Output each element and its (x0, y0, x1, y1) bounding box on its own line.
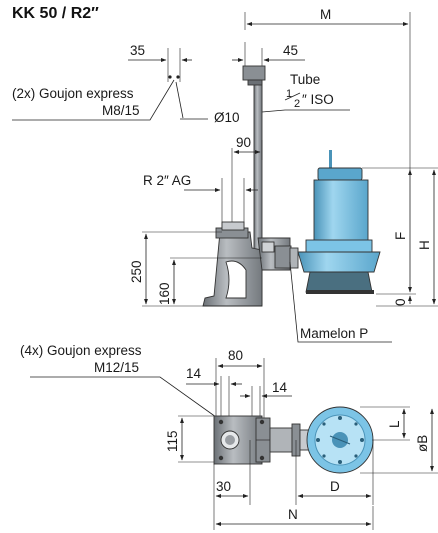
base-plate-plan (213, 415, 296, 465)
dim-250-label: 250 (129, 260, 144, 283)
side-elevation-view: M 35 45 (2x) Goujon express M8/15 Ø10 Tu… (12, 7, 438, 343)
tube-label-suffix: ″ ISO (302, 92, 334, 107)
discharge-elbow (257, 237, 299, 271)
dim-90-label: 90 (236, 135, 251, 150)
tube-fraction-den: 2 (294, 98, 300, 110)
dim-80-label: 80 (228, 348, 243, 363)
tube-fraction-num: 1 (286, 88, 292, 100)
drawing-title: KK 50 / R2″ (12, 5, 99, 22)
dim-35-label: 35 (130, 43, 145, 58)
dim-H-label: H (417, 240, 432, 250)
dim-0-label: 0 (393, 298, 408, 306)
connection-plan (269, 423, 313, 457)
pump-plan (306, 406, 374, 474)
dim-14-left-label: 14 (186, 366, 202, 381)
top-bracket (242, 65, 266, 81)
goujon-top-line2: M8/15 (102, 103, 140, 118)
dim-L-label: L (387, 420, 402, 428)
dim-14-right-label: 14 (272, 380, 288, 395)
dim-45-label: 45 (283, 43, 298, 58)
dim-115-label: 115 (165, 430, 180, 452)
tube-label-line1: Tube (290, 72, 320, 87)
dim-r2ag-label: R 2″ AG (143, 173, 191, 188)
goujon-bottom-line1: (4x) Goujon express (20, 343, 142, 358)
dim-F-label: F (393, 232, 408, 240)
goujon-top-line1: (2x) Goujon express (12, 86, 134, 101)
dim-N-label: N (288, 507, 298, 522)
plan-view: (4x) Goujon express M12/15 80 14 14 115 (20, 343, 438, 530)
mamelon-label: Mamelon P (300, 326, 368, 341)
goujon-bottom-line2: M12/15 (94, 360, 139, 375)
dim-D-label: D (330, 479, 340, 494)
dim-B-label: øB (415, 435, 430, 452)
dim-30-label: 30 (216, 479, 231, 494)
dim-diameter10-label: Ø10 (214, 110, 240, 125)
dim-160-label: 160 (157, 282, 172, 305)
base-casting (202, 221, 263, 307)
dim-M-label: M (320, 7, 331, 22)
pump-body (297, 150, 381, 294)
